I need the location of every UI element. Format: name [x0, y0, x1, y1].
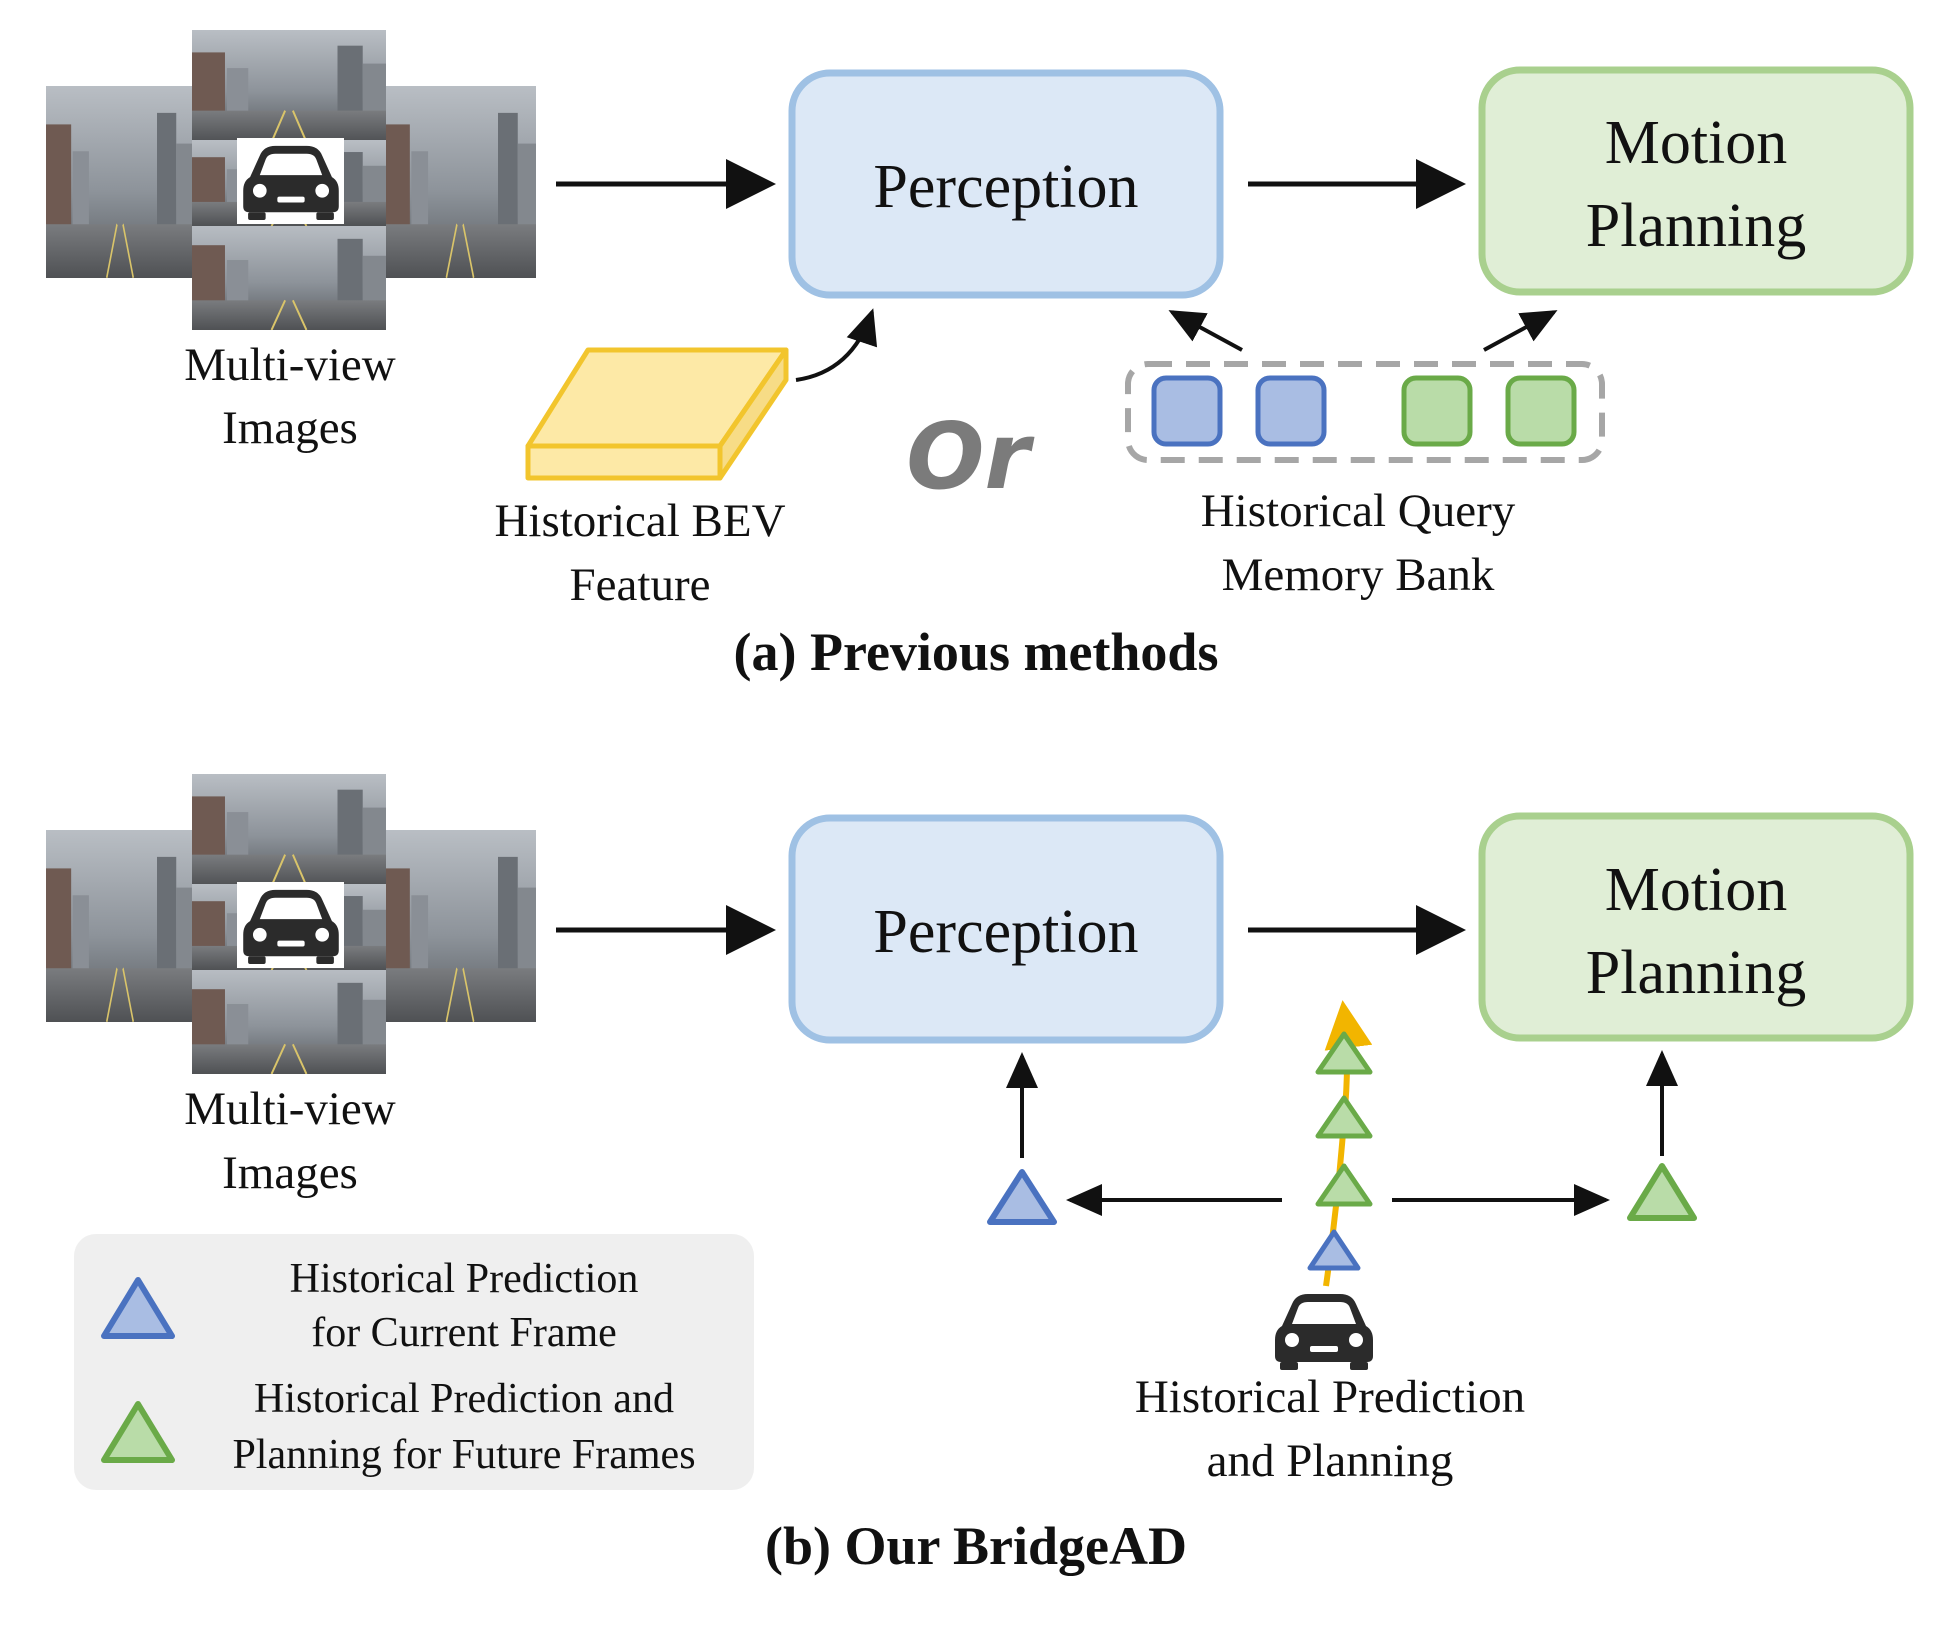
multi-view-images-b: [46, 774, 536, 1074]
caption-a: (a) Previous methods: [734, 622, 1219, 682]
panel-a: Multi-view Images Perception Motion Plan…: [46, 30, 1914, 682]
panel-b: Multi-view Images Perception Motion Plan…: [46, 774, 1914, 1576]
arrow-bev-to-perception: [795, 308, 878, 382]
images-label-line1: Multi-view: [184, 339, 396, 391]
memory-label-line1: Historical Query: [1201, 485, 1516, 537]
planning-label-a-line1: Motion: [1605, 109, 1788, 177]
memory-label-line2: Memory Bank: [1222, 549, 1495, 601]
legend-item1-line2: for Current Frame: [311, 1310, 617, 1356]
history-label-line2: and Planning: [1207, 1435, 1454, 1487]
images-label-line2: Images: [222, 402, 358, 454]
green-query-2: [1505, 375, 1577, 447]
blue-query-2: [1255, 375, 1327, 447]
bev-label-line1: Historical BEV: [494, 495, 785, 547]
perception-label-b: Perception: [873, 898, 1138, 966]
motion-planning-box-b: [1478, 812, 1914, 1042]
motion-planning-box-a: [1478, 66, 1914, 296]
legend-item2-line1: Historical Prediction and: [254, 1376, 674, 1422]
legend-blue-triangle-icon: [101, 1277, 175, 1339]
bev-feature-icon: [525, 347, 789, 481]
images-label-line2: Images: [222, 1147, 358, 1199]
memory-bank-frame: [1125, 361, 1605, 463]
legend-item1-line1: Historical Prediction: [290, 1256, 639, 1302]
multi-view-images-a: [46, 30, 536, 330]
future-prediction-1: [1315, 1163, 1373, 1207]
legend-green-triangle-icon: [101, 1401, 175, 1463]
legend-box: [74, 1234, 754, 1490]
ego-car-icon: [1275, 1294, 1373, 1370]
arrow-memory-to-planning: [1483, 310, 1558, 352]
or-label: Or: [906, 403, 1035, 510]
perception-box-b: [788, 814, 1224, 1044]
planning-label-b-line1: Motion: [1605, 856, 1788, 924]
green-triangle-icon: [1627, 1163, 1697, 1221]
perception-label-a: Perception: [873, 153, 1138, 221]
green-query-1: [1401, 375, 1473, 447]
caption-b: (b) Our BridgeAD: [765, 1516, 1187, 1576]
arrow-memory-to-perception: [1168, 310, 1243, 352]
images-label-line1: Multi-view: [184, 1083, 396, 1135]
future-prediction-2: [1315, 1095, 1373, 1139]
history-label-line1: Historical Prediction: [1135, 1371, 1525, 1423]
perception-box-a: [788, 69, 1224, 299]
blue-triangle-icon: [987, 1169, 1057, 1225]
current-prediction: [1307, 1229, 1361, 1271]
legend-item2-line2: Planning for Future Frames: [232, 1432, 695, 1478]
bev-label-line2: Feature: [570, 559, 711, 611]
planning-label-b-line2: Planning: [1586, 939, 1806, 1007]
planning-label-a-line2: Planning: [1586, 192, 1806, 260]
blue-query-1: [1151, 375, 1223, 447]
future-prediction-3: [1315, 1031, 1373, 1075]
